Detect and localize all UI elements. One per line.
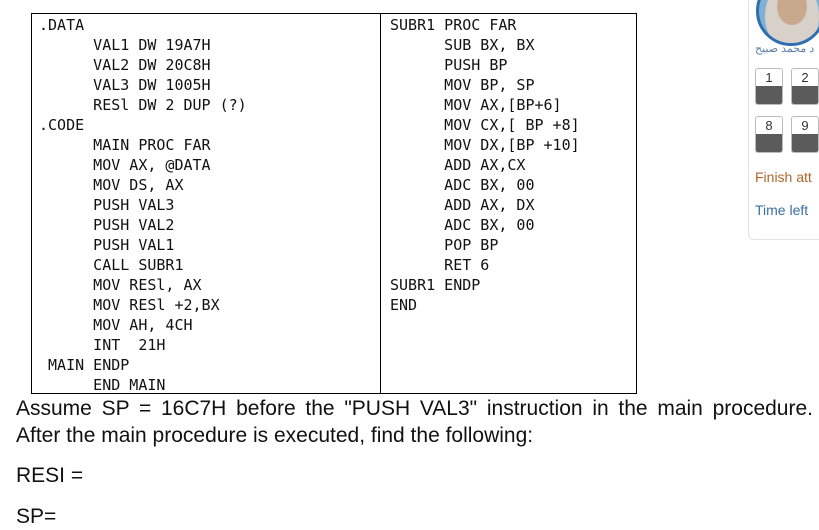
code-line: VAL1 DW 19A7H [39,36,211,54]
code-line: MOV RESl, AX [39,276,202,294]
code-line: ADD AX, DX [390,196,535,214]
code-line: VAL2 DW 20C8H [39,56,211,74]
answered-indicator [756,134,782,152]
code-line: VAL3 DW 1005H [39,76,211,94]
resi-answer-label: RESI = [16,464,84,487]
code-line: INT 21H [39,336,166,354]
question-nav-button-2[interactable]: 2 [791,68,819,105]
column-divider [380,14,381,393]
question-nav-number: 1 [765,70,773,85]
code-line: MOV RESl +2,BX [39,296,220,314]
code-line: END MAIN [39,376,166,394]
answered-indicator [756,86,782,104]
code-line: POP BP [390,236,499,254]
code-line: ADC BX, 00 [390,216,535,234]
code-line: MOV AH, 4CH [39,316,193,334]
code-line: .DATA [39,16,85,34]
code-line: PUSH BP [390,56,508,74]
question-nav-button-1[interactable]: 1 [755,68,783,105]
code-line: PUSH VAL1 [39,236,175,254]
code-line: CALL SUBR1 [39,256,184,274]
finish-attempt-link[interactable]: Finish att [755,169,812,185]
code-table: .DATA VAL1 DW 19A7H VAL2 DW 20C8H VAL3 D… [31,13,637,394]
time-left-label: Time left [755,202,809,218]
code-line: MOV DX,[BP +10] [390,136,580,154]
code-line: MAIN ENDP [39,356,130,374]
answered-indicator [792,86,818,104]
question-nav-number: 9 [801,118,809,133]
code-line: MOV AX, @DATA [39,156,211,174]
code-line: RET 6 [390,256,490,274]
question-nav-number: 2 [801,70,809,85]
question-nav-number: 8 [765,118,773,133]
sp-answer-label: SP= [16,505,57,528]
code-line: MAIN PROC FAR [39,136,211,154]
code-line: MOV DS, AX [39,176,184,194]
main-procedure-code: .DATA VAL1 DW 19A7H VAL2 DW 20C8H VAL3 D… [39,15,247,395]
code-line: SUB BX, BX [390,36,535,54]
answered-indicator [792,134,818,152]
code-line: ADD AX,CX [390,156,526,174]
question-nav-button-9[interactable]: 9 [791,116,819,153]
question-nav-button-8[interactable]: 8 [755,116,783,153]
code-line: RESl DW 2 DUP (?) [39,96,247,114]
code-line: MOV CX,[ BP +8] [390,116,580,134]
code-line: MOV AX,[BP+6] [390,96,562,114]
code-line: .CODE [39,116,85,134]
code-line: MOV BP, SP [390,76,535,94]
code-line: PUSH VAL3 [39,196,175,214]
question-text: Assume SP = 16C7H before the "PUSH VAL3"… [16,397,813,447]
code-line: SUBR1 ENDP [390,276,481,294]
subroutine-code: SUBR1 PROC FAR SUB BX, BX PUSH BP MOV BP… [390,15,580,315]
code-line: SUBR1 PROC FAR [390,16,517,34]
code-line: ADC BX, 00 [390,176,535,194]
code-line: END [390,296,418,314]
code-line: PUSH VAL2 [39,216,175,234]
user-name: د محمد صبيح [755,43,815,55]
